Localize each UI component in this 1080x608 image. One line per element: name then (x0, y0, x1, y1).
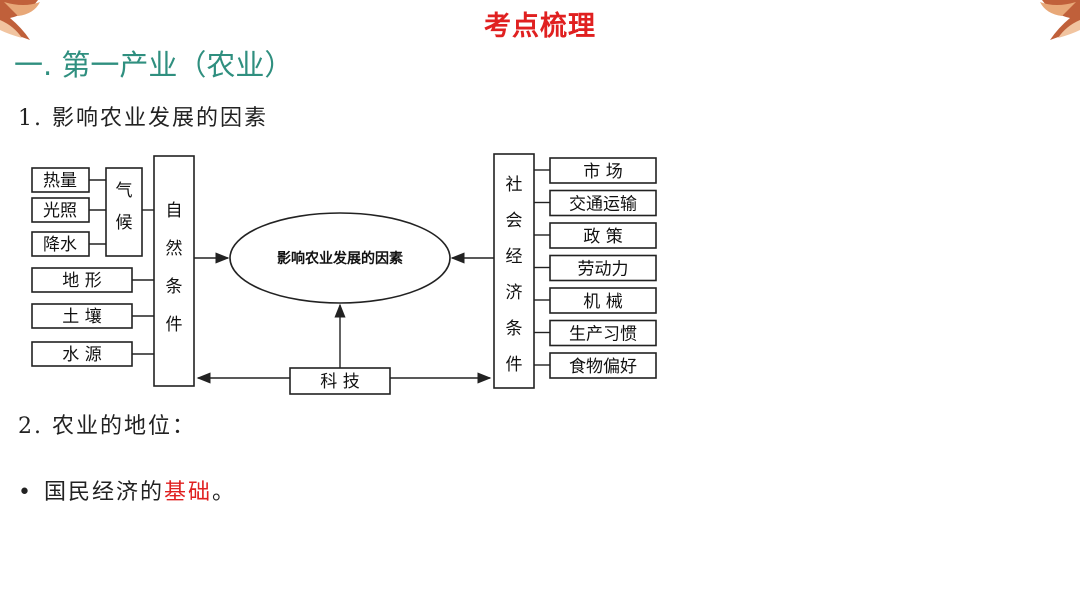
social-label-char: 条 (506, 319, 523, 339)
social-factor-box (549, 157, 657, 184)
social-label-char: 会 (506, 211, 523, 231)
corner-ornament-left-icon (0, 0, 40, 40)
factor-terrain: 地 形 (62, 271, 101, 291)
climate-box (105, 167, 143, 257)
social-conditions-box (493, 153, 535, 389)
social-label-char: 经 (506, 247, 523, 267)
tech-box (289, 367, 391, 395)
climate-label-2: 候 (116, 213, 133, 233)
factor-precipitation: 降水 (43, 235, 77, 255)
subheading-factors: 1. 影响农业发展的因素 (18, 106, 268, 131)
bullet-highlight: 基础 (164, 480, 213, 505)
center-label: 影响农业发展的因素 (277, 250, 403, 267)
bullet-symbol: • (18, 480, 33, 505)
social-factor-label: 政 策 (583, 227, 622, 247)
climate-label-1: 气 (116, 181, 133, 201)
tech-label: 科 技 (320, 372, 359, 392)
social-factor-box (549, 287, 657, 314)
social-factor-label: 劳动力 (578, 260, 629, 280)
social-factor-box (549, 189, 657, 217)
slide-title: 考点梳理 (484, 11, 596, 42)
social-factor-label: 交通运输 (569, 195, 637, 215)
social-factor-box (549, 222, 657, 249)
climate-factor-boxes: 热量 光照 降水 (31, 167, 90, 257)
social-factor-label: 生产习惯 (569, 325, 637, 345)
natural-label-char: 自 (166, 201, 183, 221)
factors-diagram: 热量 光照 降水 气 候 地 形 土 壤 水 源 自然条件 影响农业发展的因素 (28, 146, 664, 402)
factor-water: 水 源 (62, 345, 101, 365)
section-heading: 一. 第一产业（农业） (14, 48, 294, 82)
subheading-status: 2. 农业的地位： (18, 414, 196, 439)
social-factor-box (549, 352, 657, 379)
natural-conditions-box (153, 155, 195, 387)
natural-label-char: 然 (166, 239, 183, 259)
center-ellipse (229, 212, 451, 304)
social-label-char: 济 (506, 283, 523, 303)
social-factor-box (549, 319, 657, 347)
factor-sunlight: 光照 (43, 201, 77, 221)
factor-heat: 热量 (43, 171, 77, 191)
bullet-item: • 国民经济的基础。 (18, 474, 236, 506)
bullet-prefix: 国民经济的 (44, 480, 165, 505)
social-factor-label: 食物偏好 (569, 357, 637, 377)
social-factor-box (549, 254, 657, 282)
factor-soil: 土 壤 (62, 306, 101, 327)
social-label-char: 件 (506, 355, 523, 375)
natural-label-char: 件 (166, 315, 183, 335)
social-label-char: 社 (506, 175, 523, 195)
bullet-suffix: 。 (212, 480, 237, 505)
social-factor-label: 市 场 (583, 162, 622, 182)
corner-ornament-right-icon (1040, 0, 1080, 40)
social-factor-label: 机 械 (583, 292, 622, 312)
natural-label-char: 条 (166, 277, 183, 297)
